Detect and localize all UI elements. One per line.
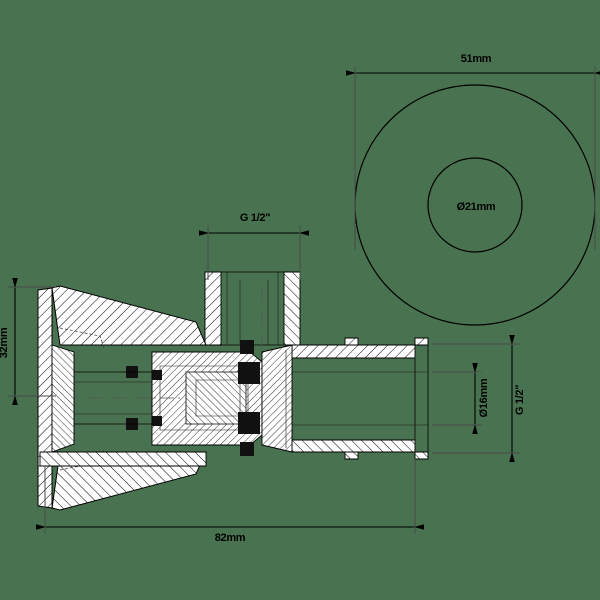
section-view	[37, 271, 429, 511]
dimension-label-21mm: Ø21mm	[457, 201, 496, 213]
dimension-label-82mm: 82mm	[215, 532, 246, 544]
top-stem	[204, 271, 301, 360]
dimension-label-51mm: 51mm	[461, 53, 492, 65]
outlet-body	[291, 344, 416, 453]
transition-step	[261, 344, 293, 453]
o-ring-upper	[238, 362, 260, 384]
seal-stem-upper	[240, 340, 254, 354]
dimension-top-thread: G 1/2"	[199, 208, 309, 280]
label-backdrop	[452, 49, 500, 65]
label-backdrop	[514, 372, 530, 428]
cone-upper	[51, 285, 207, 346]
dimension-label-32mm: 32mm	[0, 327, 10, 358]
thread-ridge-bottom-2	[414, 451, 429, 460]
outlet-wall-top	[291, 344, 416, 359]
dimension-51mm: 51mm	[346, 49, 600, 250]
label-backdrop	[0, 322, 14, 364]
dimension-label-16mm: Ø16mm	[478, 378, 490, 417]
outlet-tube	[291, 337, 429, 460]
thread-ridge-top-2	[414, 337, 429, 346]
seal-stem-lower	[240, 442, 254, 456]
stem-wall-right	[283, 271, 301, 346]
dimension-side-thread: G 1/2"	[432, 335, 530, 462]
stem-wall-left	[204, 271, 222, 346]
cone-hidden-upper	[59, 327, 105, 349]
seal-small-upper	[152, 370, 162, 380]
outlet-wall-bottom	[291, 439, 416, 453]
dimension-label-g-half-side: G 1/2"	[514, 385, 526, 415]
base-strip	[39, 451, 207, 467]
label-backdrop	[228, 208, 282, 224]
label-backdrop	[206, 528, 254, 544]
dimension-height: 32mm	[0, 278, 56, 405]
label-backdrop	[478, 372, 494, 424]
dimension-length: 82mm	[36, 459, 424, 544]
thread-ridge-top	[344, 337, 359, 346]
thread-ridge-bottom	[344, 451, 359, 460]
valve-body	[126, 340, 263, 456]
seal-small-lower	[152, 416, 162, 426]
flange-inner-circle	[427, 157, 523, 253]
o-ring-lower	[238, 412, 260, 434]
flange-inner	[51, 344, 75, 453]
dimension-label-g-half-top: G 1/2"	[240, 212, 270, 224]
dimension-outlet-diameter: Ø16mm	[432, 363, 494, 434]
